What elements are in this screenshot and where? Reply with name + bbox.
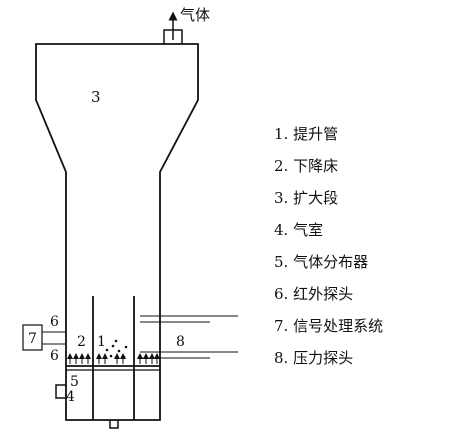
legend-item: 5. 气体分布器 xyxy=(274,252,383,284)
legend-number: 2. xyxy=(274,157,289,175)
legend-number: 4. xyxy=(274,221,289,239)
legend-label: 扩大段 xyxy=(293,189,339,207)
legend-number: 8. xyxy=(274,349,289,367)
legend: 1. 提升管 2. 下降床 3. 扩大段 4. 气室 5. 气体分布器 6. 红… xyxy=(274,124,383,380)
legend-number: 1. xyxy=(274,125,289,143)
gas-distributor xyxy=(66,365,160,371)
callout-plenum: 4 xyxy=(66,389,75,405)
pressure-probe xyxy=(140,315,238,359)
legend-item: 7. 信号处理系统 xyxy=(274,316,383,348)
legend-number: 5. xyxy=(274,253,289,271)
legend-item: 8. 压力探头 xyxy=(274,348,383,380)
legend-label: 提升管 xyxy=(293,125,339,143)
side-nozzle xyxy=(55,384,66,399)
gas-flow-arrows xyxy=(67,353,160,364)
callout-expansion: 3 xyxy=(91,88,101,106)
legend-item: 3. 扩大段 xyxy=(274,188,383,220)
callout-distributor: 5 xyxy=(70,374,79,390)
infrared-probe xyxy=(42,331,66,345)
legend-item: 4. 气室 xyxy=(274,220,383,252)
callout-riser: 1 xyxy=(97,334,106,350)
legend-label: 信号处理系统 xyxy=(293,317,384,335)
legend-label: 红外探头 xyxy=(293,285,354,303)
signal-processor-box xyxy=(22,324,43,351)
legend-item: 2. 下降床 xyxy=(274,156,383,188)
vessel-outline xyxy=(35,43,199,421)
gas-outlet: 气体 xyxy=(163,6,210,44)
callout-infrared-probe-lower: 6 xyxy=(50,348,59,364)
particles xyxy=(105,339,128,359)
callout-downcomer: 2 xyxy=(77,334,86,350)
legend-label: 气室 xyxy=(293,221,324,239)
legend-label: 压力探头 xyxy=(293,349,354,367)
legend-label: 下降床 xyxy=(293,157,339,175)
legend-item: 6. 红外探头 xyxy=(274,284,383,316)
callout-signal-processor: 7 xyxy=(28,331,37,347)
gas-outlet-label: 气体 xyxy=(180,6,210,24)
legend-number: 7. xyxy=(274,317,289,335)
callout-infrared-probe-upper: 6 xyxy=(50,314,59,330)
legend-number: 6. xyxy=(274,285,289,303)
bottom-nozzle xyxy=(109,420,119,429)
callout-pressure-probe: 8 xyxy=(176,334,185,350)
legend-item: 1. 提升管 xyxy=(274,124,383,156)
legend-label: 气体分布器 xyxy=(293,253,369,271)
legend-number: 3. xyxy=(274,189,289,207)
